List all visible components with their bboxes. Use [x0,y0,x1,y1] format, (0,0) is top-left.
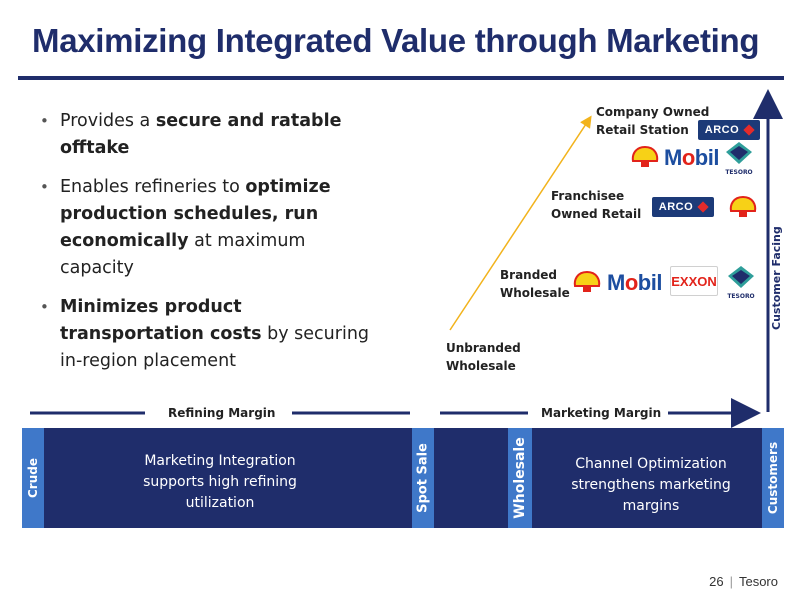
shell-logo [573,270,601,299]
value-chain-band [22,428,784,528]
channel-text: Channel Optimization strengthens marketi… [571,456,731,514]
mobil-logo: Mobil [664,145,719,170]
crude-cap: Crude [22,428,44,528]
slide-footer: 26 | Tesoro [709,574,778,589]
spot-sale-label: Spot Sale [415,443,431,513]
bullet-item: Enables refineries to optimize productio… [40,174,370,282]
title-divider [18,76,784,80]
bullet-text: Provides a [60,111,156,131]
footer-company: Tesoro [738,574,778,589]
bullet-text: Enables refineries to [60,177,246,197]
mobil-logo: Mobil [607,270,662,295]
customer-facing-label: Customer Facing [770,226,783,330]
crude-label: Crude [26,458,40,498]
bullet-item: Provides a secure and ratable offtake [40,108,370,162]
tesoro-logo: TESORO [726,264,756,300]
customers-cap: Customers [762,428,784,528]
tesoro-logo: TESORO [724,140,754,176]
page-number: 26 [709,574,724,589]
bullet-item: Minimizes product transportation costs b… [40,294,370,375]
integration-text: Marketing Integration supports high refi… [143,453,297,511]
bullet-text: by securing in-region placement [60,324,370,371]
marketing-margin-label: Marketing Margin [541,406,662,420]
wholesale-label: Wholesale [512,437,528,519]
refining-margin-label: Refining Margin [168,406,276,420]
spot-sale-cap: Spot Sale [412,428,434,528]
arco-logo: ARCO [652,197,714,217]
exxon-logo: EXXON [670,266,718,296]
bullet-bold-text: Minimizes product transportation costs [60,297,262,344]
shell-logo [729,195,757,224]
wholesale-cap: Wholesale [508,428,532,528]
bullet-text: at maximum capacity [60,231,306,278]
bullet-bold-text: secure and ratable offtake [60,111,342,158]
bullet-bold-text: optimize production schedules, run econo… [60,177,331,251]
slide-title: Maximizing Integrated Value through Mark… [32,22,760,59]
bullet-list: Provides a secure and ratable offtake En… [40,108,370,387]
footer-separator: | [729,574,733,589]
shell-logo [631,145,659,174]
customers-label: Customers [766,441,780,515]
arco-logo: ARCO [698,120,760,140]
